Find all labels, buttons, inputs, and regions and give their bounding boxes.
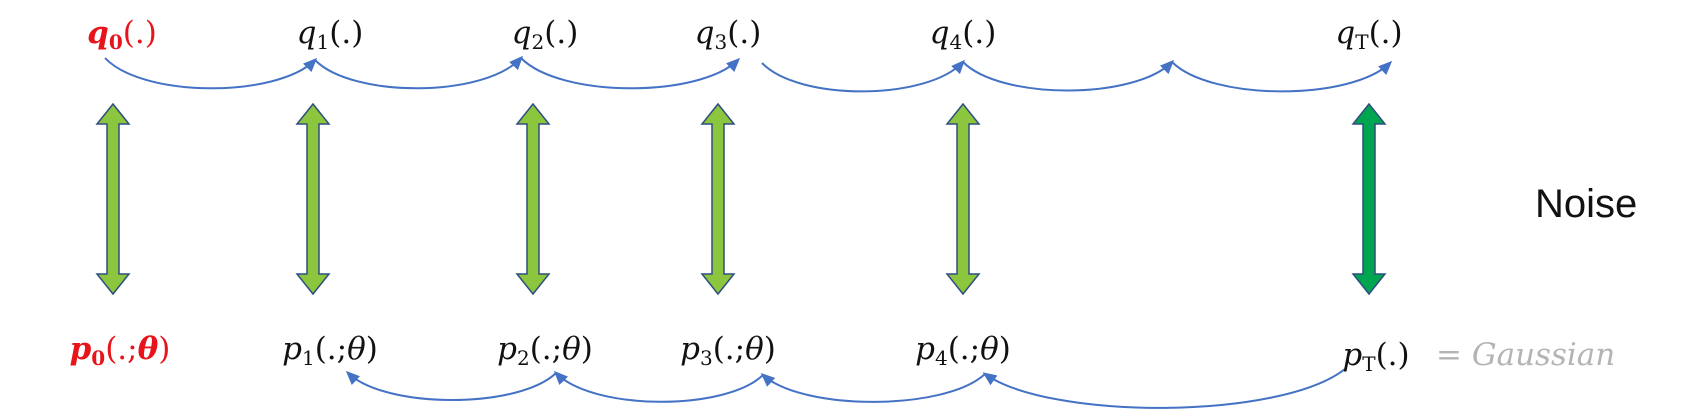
double-arrow-5 bbox=[1351, 102, 1387, 296]
q0-label: q0(.) bbox=[87, 15, 157, 54]
q2-label: q2(.) bbox=[511, 15, 579, 54]
qT-label: qT(.) bbox=[1335, 15, 1403, 54]
double-arrow-0 bbox=[95, 102, 131, 296]
forward-curve-1 bbox=[314, 55, 524, 90]
reverse-curve-group bbox=[345, 368, 1346, 409]
reverse-curve-3 bbox=[982, 368, 1346, 409]
p3-label: p3(.;θ) bbox=[680, 331, 776, 370]
forward-curve-4 bbox=[962, 59, 1175, 92]
p1-label: p1(.;θ) bbox=[282, 331, 378, 370]
double-arrow-4 bbox=[945, 102, 981, 296]
double-arrow-3 bbox=[700, 102, 736, 296]
reverse-curve-2 bbox=[760, 372, 986, 403]
double-arrow-2 bbox=[515, 102, 551, 296]
forward-curve-0 bbox=[104, 57, 318, 90]
reverse-curve-1 bbox=[553, 370, 764, 403]
forward-curve-5 bbox=[1171, 60, 1393, 93]
pT-label: pT(.) bbox=[1342, 337, 1410, 376]
reverse-curve-0 bbox=[345, 370, 557, 401]
gaussian-label: = Gaussian bbox=[1436, 337, 1616, 373]
forward-curve-2 bbox=[520, 57, 741, 90]
q4-label: q4(.) bbox=[929, 15, 997, 54]
forward-curve-3 bbox=[761, 59, 966, 93]
noise-label: Noise bbox=[1535, 182, 1638, 226]
p0-label: p0(.;θ) bbox=[69, 331, 171, 370]
q1-label: q1(.) bbox=[296, 15, 364, 54]
q3-label: q3(.) bbox=[694, 15, 762, 54]
p2-label: p2(.;θ) bbox=[497, 331, 593, 370]
p4-label: p4(.;θ) bbox=[915, 331, 1011, 370]
double-arrow-1 bbox=[295, 102, 331, 296]
double-arrow-group bbox=[95, 102, 1387, 296]
forward-curve-group bbox=[104, 55, 1393, 93]
